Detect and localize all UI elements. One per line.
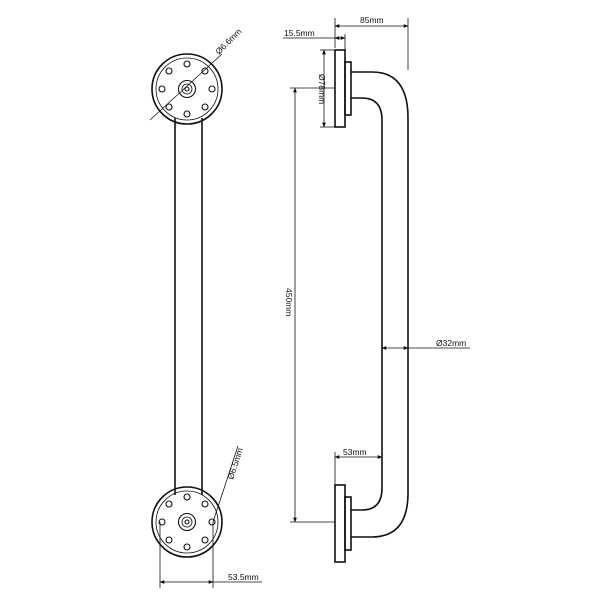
dim-standoff bbox=[334, 452, 383, 488]
front-view-top-flange bbox=[149, 53, 223, 125]
dim-top-flange-thickness bbox=[283, 34, 346, 50]
front-view bbox=[149, 53, 262, 588]
label-standoff: 53mm bbox=[343, 447, 367, 457]
side-view-top-flange bbox=[334, 49, 352, 128]
front-view-tube bbox=[174, 118, 203, 495]
label-top-hole-diameter: Ø6.6mm bbox=[213, 26, 243, 56]
label-tube-diameter: Ø32mm bbox=[436, 338, 466, 348]
top-flange-screw-holes bbox=[158, 60, 216, 118]
top-hole-leader bbox=[149, 53, 223, 121]
label-bottom-hole-spacing: 53.5mm bbox=[228, 572, 259, 582]
side-view bbox=[283, 18, 470, 563]
front-view-bottom-flange bbox=[151, 445, 239, 558]
label-overall-depth: 85mm bbox=[360, 15, 384, 25]
label-bottom-hole-diameter: Ø6.5mm bbox=[225, 447, 245, 481]
dim-flange-diameter bbox=[320, 49, 335, 128]
label-flange-diameter: Ø78mm bbox=[317, 74, 327, 104]
side-view-bottom-flange bbox=[334, 484, 352, 563]
label-top-flange-thickness: 15.5mm bbox=[284, 28, 315, 38]
side-view-tube bbox=[351, 71, 409, 538]
bottom-flange-screw-holes bbox=[158, 493, 216, 551]
label-center-to-center: 450mm bbox=[284, 288, 294, 316]
dim-overall-depth bbox=[334, 18, 409, 70]
bottom-hole-leader bbox=[212, 445, 239, 523]
dim-center-to-center bbox=[290, 87, 335, 523]
dim-bottom-hole-spacing bbox=[159, 522, 262, 588]
